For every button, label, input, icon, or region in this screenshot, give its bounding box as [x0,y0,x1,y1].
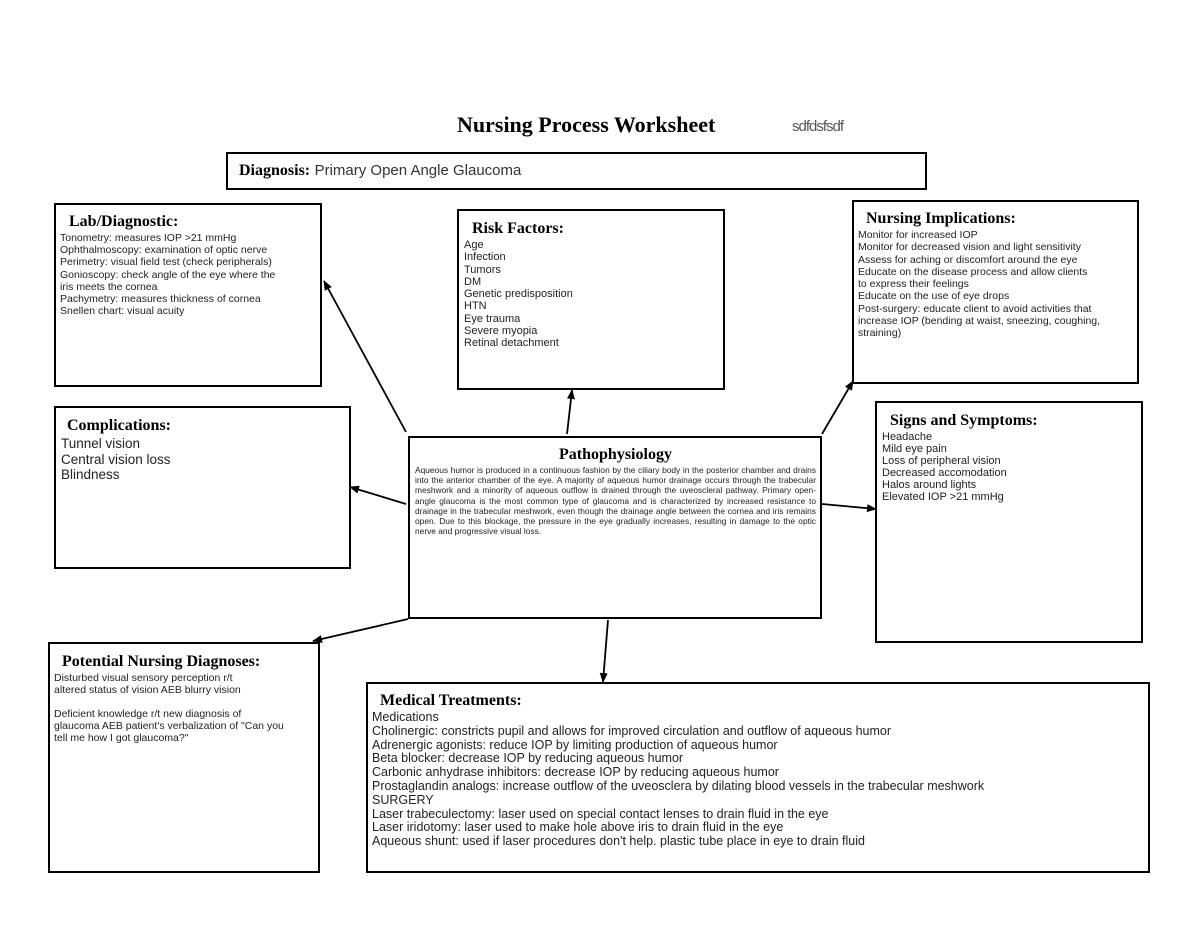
worksheet-title: Nursing Process Worksheet [457,112,716,137]
medical-treatments-box: Medical Treatments: Medications Choliner… [366,682,1150,873]
arrow-to-nursing-implications [821,380,854,435]
signs-text: Headache Mild eye pain Loss of periphera… [882,431,1007,503]
medical-heading: Medical Treatments: [380,692,522,709]
lab-heading: Lab/Diagnostic: [69,213,179,230]
risk-heading: Risk Factors: [472,220,564,237]
nursing-implications-text: Monitor for increased IOP Monitor for de… [858,229,1101,340]
pnd-heading: Potential Nursing Diagnoses: [62,653,261,670]
lab-diagnostic-box: Lab/Diagnostic: Tonometry: measures IOP … [54,203,322,387]
complications-heading: Complications: [67,417,171,434]
risk-text: Age Infection Tumors DM Genetic predispo… [464,239,573,350]
pathophysiology-box: Pathophysiology Aqueous humor is produce… [408,436,822,619]
pathophysiology-text: Aqueous humor is produced in a continuou… [415,465,816,537]
scribble-text: sdfdsfsdf [792,118,844,135]
signs-symptoms-box: Signs and Symptoms: Headache Mild eye pa… [875,401,1143,643]
diagnosis-label: Diagnosis: [239,162,311,179]
arrow-to-pnd [312,618,409,643]
arrow-to-signs [821,503,877,513]
risk-factors-box: Risk Factors: Age Infection Tumors DM Ge… [457,209,725,390]
lab-text: Tonometry: measures IOP >21 mmHg Ophthal… [60,232,276,318]
potential-nursing-diagnoses-box: Potential Nursing Diagnoses: Disturbed v… [48,642,320,873]
pathophysiology-heading: Pathophysiology [559,446,672,463]
arrow-to-risk [566,389,575,435]
complications-box: Complications: Tunnel vision Central vis… [54,406,351,569]
arrow-to-complications [349,485,407,505]
pnd-text: Disturbed visual sensory perception r/t … [54,672,284,744]
arrow-to-medical [599,619,609,683]
diagnosis-box: Diagnosis: Primary Open Angle Glaucoma [226,152,927,190]
nursing-implications-heading: Nursing Implications: [866,210,1016,227]
complications-text: Tunnel vision Central vision loss Blindn… [61,436,171,482]
diagnosis-value: Primary Open Angle Glaucoma [314,162,522,179]
medical-text: Medications Cholinergic: constricts pupi… [372,710,985,849]
nursing-implications-box: Nursing Implications: Monitor for increa… [852,200,1139,384]
signs-heading: Signs and Symptoms: [890,412,1038,429]
